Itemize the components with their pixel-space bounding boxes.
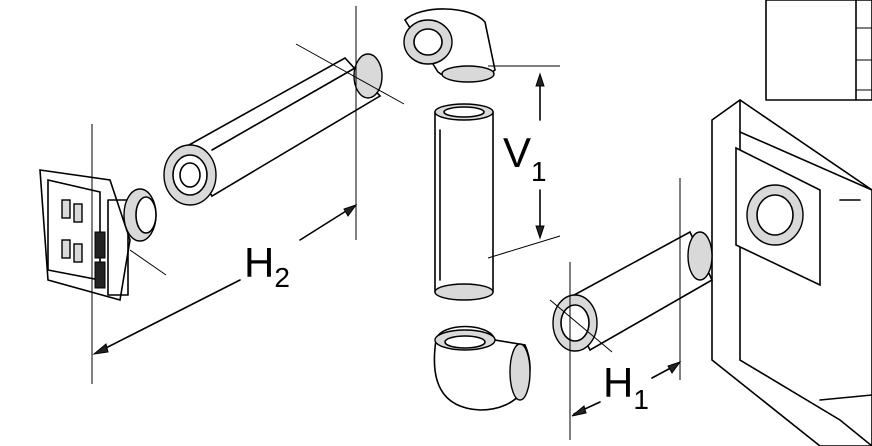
- elbow-bottom-icon: [433, 325, 531, 411]
- dimension-lines: [91, 6, 682, 440]
- appliance-icon: [711, 99, 872, 446]
- vertical-pipe-v1-icon: [434, 103, 494, 301]
- termination-cap-icon: [39, 169, 157, 302]
- horizontal-pipe-h2-icon: [163, 53, 383, 206]
- horizontal-pipe-h1-icon: [552, 230, 714, 352]
- table-fragment: [765, 0, 872, 101]
- elbow-top-icon: [403, 8, 496, 83]
- label-v1: V1: [503, 129, 547, 187]
- label-h1: H1: [603, 359, 649, 415]
- label-h2: H2: [244, 239, 290, 293]
